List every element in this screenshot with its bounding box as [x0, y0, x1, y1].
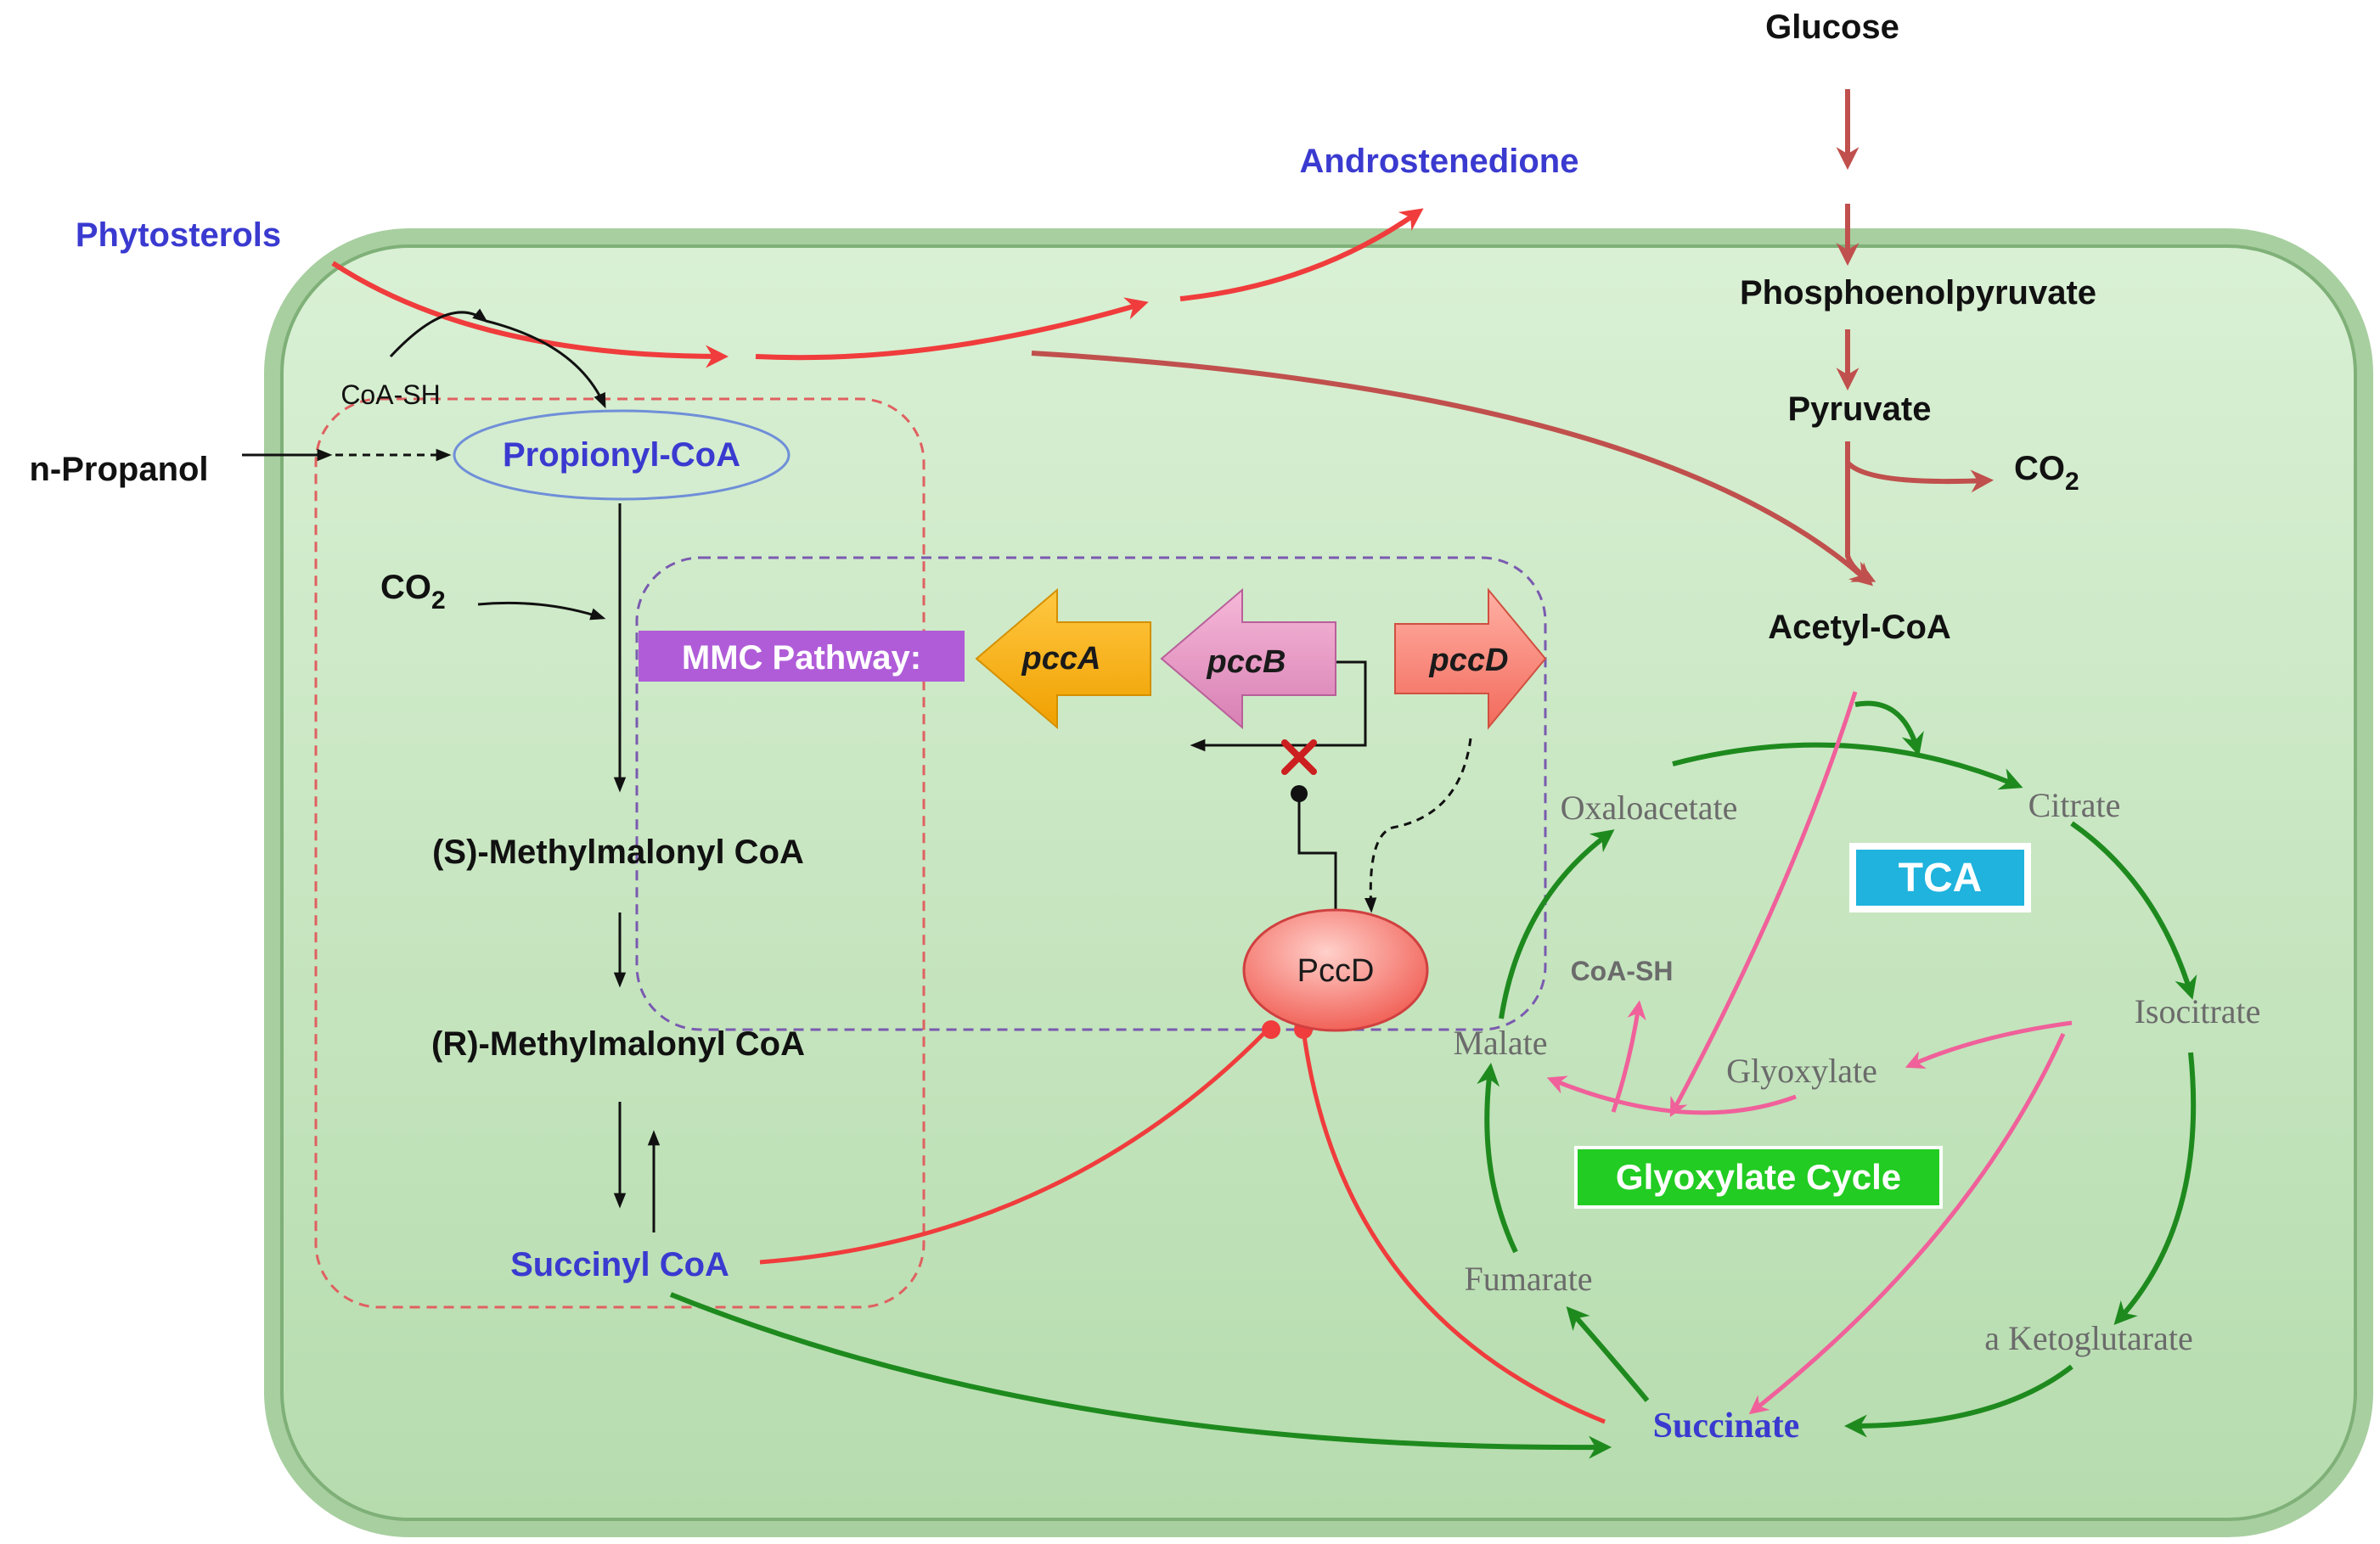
glyoxylate-label: Glyoxylate	[1726, 1052, 1877, 1090]
pccd-protein-node	[1242, 908, 1429, 1032]
arrow-malate-oxaloacetate	[1499, 829, 1615, 1019]
propionyl-coa-node	[453, 409, 791, 501]
succinate-label: Succinate	[1653, 1406, 1800, 1446]
link-succinate-pccd	[1301, 1029, 1606, 1424]
pccd-gene-arrow	[1394, 587, 1547, 730]
cell-membrane	[264, 228, 2373, 1537]
r-methylmalonyl-label: (R)-Methylmalonyl CoA	[431, 1025, 805, 1063]
coa-sh-mid-label: CoA-SH	[1571, 956, 1674, 986]
arrow-isocitrate-ketoglutarate	[2113, 1052, 2197, 1325]
malate-label: Malate	[1453, 1024, 1547, 1062]
glucose-label: Glucose	[1765, 8, 1899, 46]
arrow-pyruvate-co2	[1845, 460, 1995, 493]
repression-x-icon	[1281, 739, 1317, 775]
arrow-citrate-isocitrate	[2070, 821, 2197, 1000]
arrow-fumarate-malate	[1477, 1062, 1518, 1254]
tca-label: TCA	[1899, 856, 1983, 901]
pccd-gene-label: pccD	[1429, 643, 1509, 678]
arrow-acetylcoa-citrate	[1854, 700, 1924, 756]
citrate-label: Citrate	[2028, 786, 2121, 824]
pep-label: Phosphoenolpyruvate	[1740, 274, 2096, 312]
phytosterols-label: Phytosterols	[76, 216, 281, 254]
repression-line	[1297, 794, 1337, 910]
arrow-oxaloacetate-citrate	[1672, 742, 2023, 790]
mmc-pathway-label-box	[639, 631, 965, 682]
arrow-to-androstenedione	[1179, 208, 1424, 301]
mmc-pathway-box	[635, 556, 1547, 1031]
pcca-label: pccA	[1021, 641, 1101, 677]
androstenedione-label: Androstenedione	[1300, 143, 1579, 180]
repression-dot	[1291, 785, 1308, 802]
propionyl-pathway-box	[314, 397, 926, 1309]
a-ketoglutarate-label: a Ketoglutarate	[1984, 1319, 2192, 1357]
mmc-pathway-label: MMC Pathway:	[682, 639, 921, 677]
fumarate-label: Fumarate	[1464, 1260, 1592, 1298]
arrow-succinylcoa-succinate	[669, 1292, 1612, 1459]
pccb-label: pccB	[1207, 644, 1286, 680]
arrow-isocitrate-glyoxylate	[1905, 1020, 2073, 1069]
arrow-co2-in	[477, 601, 606, 620]
co2-pyruvate-label: CO2	[2014, 450, 2079, 496]
succinyl-coa-label: Succinyl CoA	[510, 1246, 729, 1283]
n-propanol-label: n-Propanol	[29, 451, 208, 488]
link-succinylcoa-pccd	[759, 1028, 1269, 1265]
arrow-coash-to-propionyl	[485, 319, 606, 409]
regulation-line	[1190, 660, 1367, 752]
acetyl-coa-label: Acetyl-CoA	[1768, 609, 1951, 646]
pyruvate-label: Pyruvate	[1788, 390, 1932, 428]
arrow-sterol-acetylcoa	[1031, 351, 1874, 587]
co2-left-label: CO2	[380, 569, 446, 615]
s-methylmalonyl-label: (S)-Methylmalonyl CoA	[432, 834, 804, 871]
isocitrate-label: Isocitrate	[2135, 992, 2261, 1030]
arrow-glyoxylate-coash	[1611, 1000, 1646, 1113]
arrow-succinate-fumarate	[1566, 1305, 1650, 1402]
pcca-gene-arrow	[975, 587, 1151, 730]
glyoxylate-cycle-label-box	[1574, 1146, 1943, 1209]
co2-left-sub: 2	[431, 587, 446, 615]
link-dot-left	[1262, 1020, 1280, 1039]
co2-left-text: CO	[380, 569, 431, 606]
oxaloacetate-label: Oxaloacetate	[1561, 789, 1738, 827]
arrow-acetylcoa-glyoxylate	[1669, 691, 1858, 1117]
tca-label-inner	[1856, 850, 2024, 906]
arrow-isocitrate-succinate	[1748, 1032, 2066, 1415]
co2-pyruvate-text: CO	[2014, 450, 2065, 487]
glyoxylate-cycle-label: Glyoxylate Cycle	[1616, 1157, 1901, 1197]
arrow-glyoxylate-malate	[1546, 1075, 1797, 1115]
arrow-phytosterols-2	[755, 297, 1149, 361]
pccb-gene-arrow	[1160, 587, 1336, 730]
co2-pyruvate-sub: 2	[2065, 468, 2079, 496]
arrow-ketoglutarate-succinate	[1843, 1364, 2073, 1438]
coa-sh-top-label: CoA-SH	[340, 379, 440, 410]
propionyl-coa-label: Propionyl-CoA	[503, 436, 740, 474]
expression-arrow	[1364, 738, 1472, 913]
arrow-phytosterols-1	[331, 261, 729, 368]
arrow-coash-curve	[389, 308, 488, 358]
pccd-protein-label: PccD	[1297, 953, 1375, 989]
